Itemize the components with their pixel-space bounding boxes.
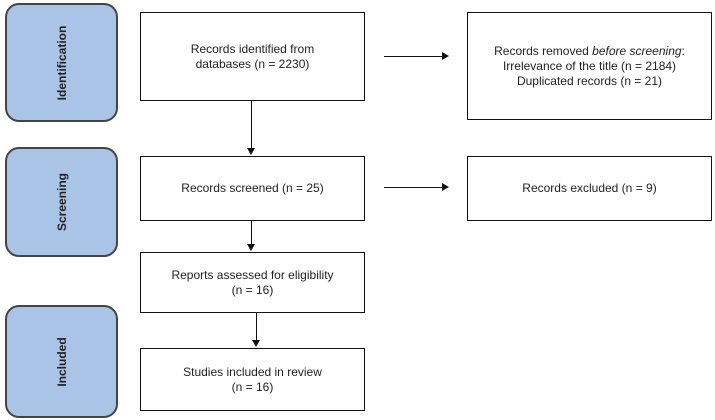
records-excluded-box: Records excluded (n = 9) — [467, 156, 712, 221]
arrow-to-excluded-head — [442, 183, 449, 191]
studies-included-line1: Studies included in review — [183, 364, 322, 379]
records-identified-line1: Records identified from — [190, 41, 315, 56]
records-removed-suffix: : — [681, 43, 685, 58]
arrow-to-eligibility-head — [247, 244, 255, 251]
reports-eligibility-line1: Reports assessed for eligibility — [171, 267, 334, 282]
studies-included-line2: (n = 16) — [231, 379, 274, 394]
records-removed-line3: Duplicated records (n = 21) — [516, 73, 663, 88]
records-excluded-line1: Records excluded (n = 9) — [522, 181, 657, 195]
phase-screening: Screening — [5, 147, 118, 257]
phase-screening-label: Screening — [54, 172, 69, 232]
records-removed-emphasis: before screening — [592, 43, 682, 58]
records-identified-line2: databases (n = 2230) — [195, 56, 310, 71]
reports-eligibility-box: Reports assessed for eligibility (n = 16… — [140, 252, 365, 313]
arrow-to-included-line — [256, 313, 257, 341]
records-screened-line1: Records screened (n = 25) — [181, 181, 324, 195]
phase-identification: Identification — [5, 3, 118, 122]
phase-included: Included — [5, 305, 118, 418]
arrow-to-eligibility-line — [251, 221, 252, 245]
records-removed-line2: Irrelevance of the title (n = 2184) — [502, 58, 677, 73]
phase-identification-label: Identification — [54, 25, 69, 100]
studies-included-box: Studies included in review (n = 16) — [140, 348, 365, 411]
arrow-to-screened-head — [247, 148, 255, 155]
phase-included-label: Included — [54, 336, 69, 387]
arrow-to-included-head — [252, 340, 260, 347]
records-identified-box: Records identified from databases (n = 2… — [140, 12, 365, 101]
records-removed-prefix: Records removed — [494, 43, 593, 58]
records-removed-box: Records removed before screening: Irrele… — [467, 12, 712, 120]
records-removed-line1: Records removed before screening: — [494, 44, 685, 59]
arrow-to-removed-line — [384, 56, 443, 57]
arrow-to-screened-line — [251, 101, 252, 148]
arrow-to-excluded-line — [384, 187, 443, 188]
reports-eligibility-line2: (n = 16) — [231, 282, 274, 297]
arrow-to-removed-head — [442, 52, 449, 60]
records-screened-box: Records screened (n = 25) — [140, 156, 365, 221]
